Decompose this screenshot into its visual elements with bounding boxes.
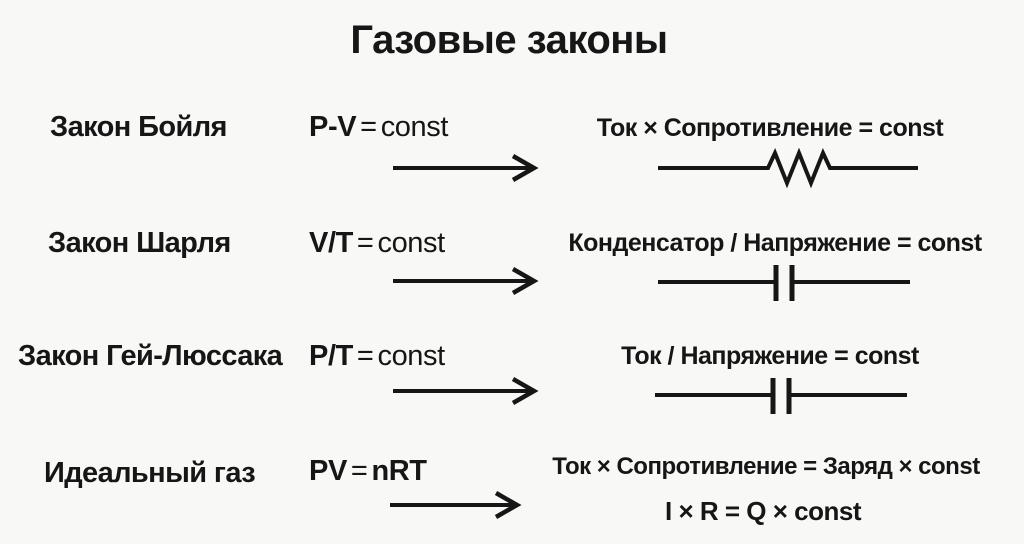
equals-sign: = [360,111,377,143]
formula-charles: V/T=const [309,227,445,260]
law-label-boyle: Закон Бойля [50,111,227,143]
formula-lhs: P-V [309,111,357,143]
page-title: Газовые законы [350,18,668,62]
formula-rhs: const [377,227,445,259]
law-label-gay-lussac: Закон Гей-Люссака [18,340,283,372]
capacitor-symbol-icon [655,373,907,417]
analogy-formula-ideal-gas: I × R = Q × const [665,496,861,526]
capacitor-symbol-icon [658,260,910,304]
formula-rhs: const [377,340,445,372]
resistor-symbol-icon [658,148,918,188]
formula-lhs: P/T [309,340,353,372]
equals-sign: = [356,340,374,372]
arrow-right-icon [393,152,539,184]
formula-gay-lussac: P/T=const [309,340,445,373]
law-label-charles: Закон Шарля [48,227,231,259]
analogy-text-gay-lussac: Ток / Напряжение = const [621,342,919,370]
arrow-right-icon [393,375,539,407]
equals-sign: = [356,227,374,259]
law-label-ideal-gas: Идеальный газ [44,457,256,489]
formula-ideal-gas: PV=nRT [309,455,427,488]
formula-boyle: P-V=const [309,111,448,144]
formula-lhs: PV [309,455,347,487]
arrow-right-icon [390,489,522,521]
formula-lhs: V/T [309,227,353,259]
analogy-text-ideal-gas: Ток × Сопротивление = Заряд × const [552,453,980,480]
formula-rhs: const [380,111,449,143]
formula-rhs: nRT [371,455,427,487]
equals-sign: = [350,455,368,487]
analogy-text-boyle: Ток × Сопротивление = const [596,114,944,142]
arrow-right-icon [393,265,539,297]
analogy-text-charles: Конденсатор / Напряжение = const [568,229,982,257]
